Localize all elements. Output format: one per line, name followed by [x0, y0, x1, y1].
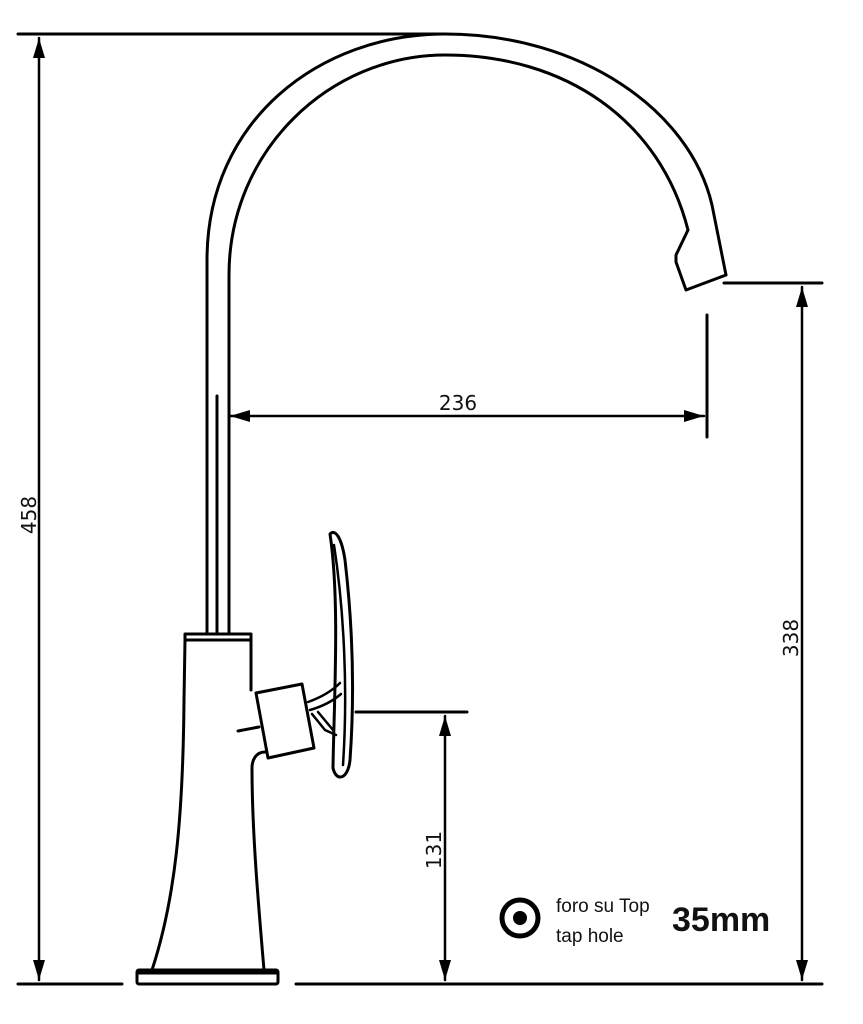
- tap-hole-icon: [499, 897, 541, 939]
- faucet-body: [150, 638, 267, 972]
- dimension-outlet-height: 338: [779, 285, 808, 982]
- dimension-handle-height: 131: [422, 714, 451, 982]
- dimension-label-131: 131: [422, 831, 446, 869]
- reference-lines: [16, 32, 824, 986]
- dimension-spout-reach: 236: [215, 313, 709, 634]
- handle-lever: [328, 531, 354, 779]
- tap-hole-legend: foro su Top tap hole 35mm: [499, 896, 770, 947]
- tap-hole-size: 35mm: [672, 901, 770, 939]
- handle-lever-inner: [332, 543, 347, 767]
- dimension-label-338: 338: [779, 619, 803, 657]
- cartridge-axis: [236, 725, 261, 733]
- legend-label-english: tap hole: [556, 926, 624, 947]
- spout-inner: [227, 53, 690, 635]
- dimension-label-236: 236: [439, 391, 477, 415]
- faucet: [135, 32, 728, 986]
- spout-tip: [674, 228, 728, 292]
- spout-outer: [205, 32, 728, 635]
- lever-connector: [306, 681, 343, 737]
- legend-label-italian: foro su Top: [556, 896, 650, 917]
- cartridge-housing: [254, 682, 316, 760]
- dimension-label-458: 458: [17, 496, 41, 534]
- dimension-total-height: 458: [17, 36, 45, 982]
- neck-collar: [183, 632, 253, 642]
